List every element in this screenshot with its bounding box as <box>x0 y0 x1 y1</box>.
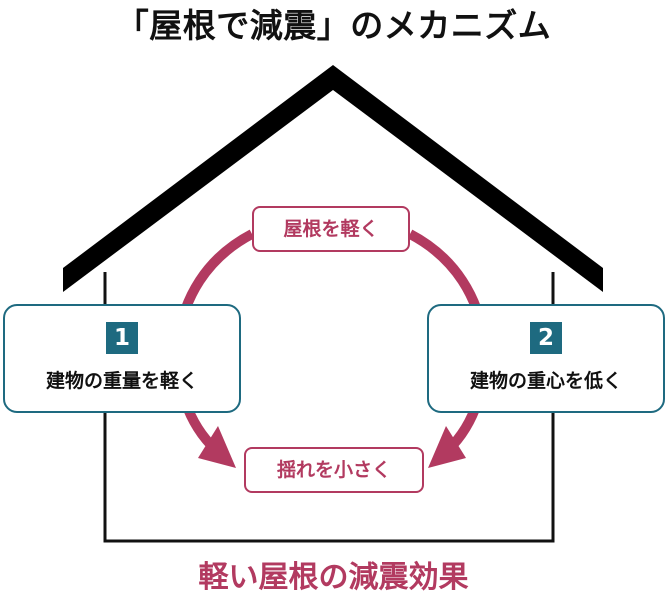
cycle-arrowhead-left <box>198 426 236 468</box>
point-box-1: 1 建物の重量を軽く <box>3 304 241 413</box>
point-number-badge: 2 <box>530 322 562 354</box>
cycle-arrowhead-right <box>428 426 466 468</box>
roof <box>63 65 603 292</box>
cycle-label-lighter-roof: 屋根を軽く <box>252 206 410 252</box>
point-text: 建物の重心を低く <box>469 370 622 392</box>
effect-caption: 軽い屋根の減震効果 <box>198 560 469 595</box>
cycle-label-less-shaking: 揺れを小さく <box>244 447 424 493</box>
point-number-badge: 1 <box>106 322 138 354</box>
diagram-title: 「屋根で減震」のメカニズム <box>115 6 552 45</box>
point-text: 建物の重量を軽く <box>45 370 198 392</box>
point-box-2: 2 建物の重心を低く <box>427 304 665 413</box>
